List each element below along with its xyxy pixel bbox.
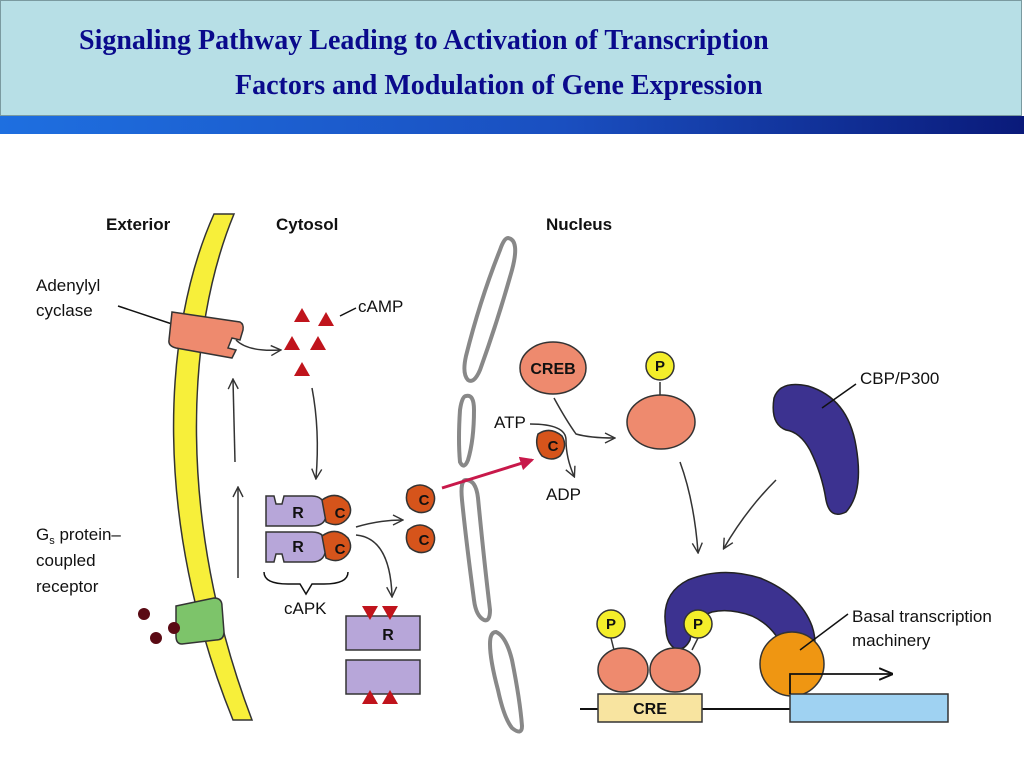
signaling-pathway-diagram: Exterior Cytosol Nucleus Adenylyl cyclas… bbox=[36, 213, 992, 734]
nucleus-header: Nucleus bbox=[546, 215, 612, 234]
arrow-atp-to-adp bbox=[529, 423, 574, 476]
arrow-pcreb-to-complex bbox=[679, 461, 698, 552]
arrow-ac-to-camp bbox=[235, 339, 280, 350]
arrow-c-to-nucleus bbox=[441, 456, 535, 490]
capk-r-lower: R bbox=[292, 539, 304, 556]
arrow-capk-to-r bbox=[355, 534, 392, 596]
arrow-creb-to-pcreb bbox=[553, 397, 614, 438]
capk-complex: R R C C bbox=[265, 494, 352, 563]
creb-protein bbox=[519, 341, 587, 395]
free-c-lower: C bbox=[419, 532, 430, 549]
adenylyl-cyclase bbox=[168, 311, 244, 359]
pcreb-p-label: P bbox=[655, 358, 665, 375]
cre-label: CRE bbox=[633, 701, 667, 718]
adenylyl-pointer bbox=[117, 305, 179, 327]
gene-region bbox=[789, 693, 949, 723]
arrow-capk-to-c bbox=[355, 520, 402, 528]
camp-pointer bbox=[339, 307, 357, 317]
gs-label-2: coupled bbox=[36, 551, 96, 570]
pcreb-phosphate bbox=[645, 351, 675, 381]
bound-phosphate-right bbox=[683, 609, 713, 639]
free-r-upper: R bbox=[382, 627, 394, 644]
pcreb-protein bbox=[626, 394, 696, 450]
basal-label-1: Basal transcription bbox=[852, 607, 992, 626]
cytosol-header: Cytosol bbox=[276, 215, 338, 234]
title-line-1: Signaling Pathway Leading to Activation … bbox=[79, 25, 769, 56]
title-gradient-bar bbox=[0, 116, 1024, 134]
bound-p-right-label: P bbox=[693, 616, 703, 633]
arrow-cbp-to-complex bbox=[724, 479, 777, 548]
adp-label: ADP bbox=[546, 485, 581, 504]
title-bar: Signaling Pathway Leading to Activation … bbox=[0, 0, 1022, 116]
bound-p-left-label: P bbox=[606, 616, 616, 633]
title-line-2: Factors and Modulation of Gene Expressio… bbox=[235, 70, 763, 101]
basal-pointer bbox=[799, 613, 849, 651]
free-c-upper: C bbox=[419, 492, 430, 509]
cbp-label: CBP/P300 bbox=[860, 369, 939, 388]
bound-creb-left bbox=[597, 647, 649, 693]
capk-c-upper: C bbox=[335, 505, 346, 522]
transcription-complex: Basal transcription machinery CRE P P bbox=[580, 571, 992, 723]
exterior-header: Exterior bbox=[106, 215, 171, 234]
basal-machinery bbox=[759, 631, 825, 697]
capk-bracket bbox=[263, 571, 349, 596]
cbp-p300-protein bbox=[772, 383, 860, 515]
gs-label-1: Gs protein– bbox=[36, 525, 121, 547]
ligand-molecules bbox=[138, 608, 180, 644]
creb-label: CREB bbox=[530, 361, 575, 378]
bound-creb-right bbox=[649, 647, 701, 693]
nuclear-c-label: C bbox=[548, 438, 559, 455]
nuclear-c-subunit bbox=[535, 429, 566, 460]
camp-molecules bbox=[284, 308, 334, 376]
gs-label-3: receptor bbox=[36, 577, 99, 596]
capk-label: cAPK bbox=[284, 599, 327, 618]
cbp-pointer bbox=[821, 383, 857, 409]
gs-receptor bbox=[175, 597, 225, 645]
capk-r-upper: R bbox=[292, 505, 304, 522]
adenylyl-label-1: Adenylyl bbox=[36, 276, 100, 295]
basal-label-2: machinery bbox=[852, 631, 931, 650]
nuclear-envelope bbox=[457, 235, 525, 734]
cre-element bbox=[597, 693, 703, 723]
transcription-start-arrow bbox=[789, 674, 892, 694]
free-regulatory-subunits: R bbox=[345, 606, 421, 704]
adenylyl-label-2: cyclase bbox=[36, 301, 93, 320]
free-catalytic-subunits: C C bbox=[405, 484, 436, 554]
bound-phosphate-left bbox=[596, 609, 626, 639]
camp-label: cAMP bbox=[358, 297, 403, 316]
capk-c-lower: C bbox=[335, 541, 346, 558]
arrow-receptor-up-1 bbox=[233, 380, 235, 463]
arrow-camp-to-capk bbox=[312, 387, 317, 478]
atp-label: ATP bbox=[494, 413, 526, 432]
